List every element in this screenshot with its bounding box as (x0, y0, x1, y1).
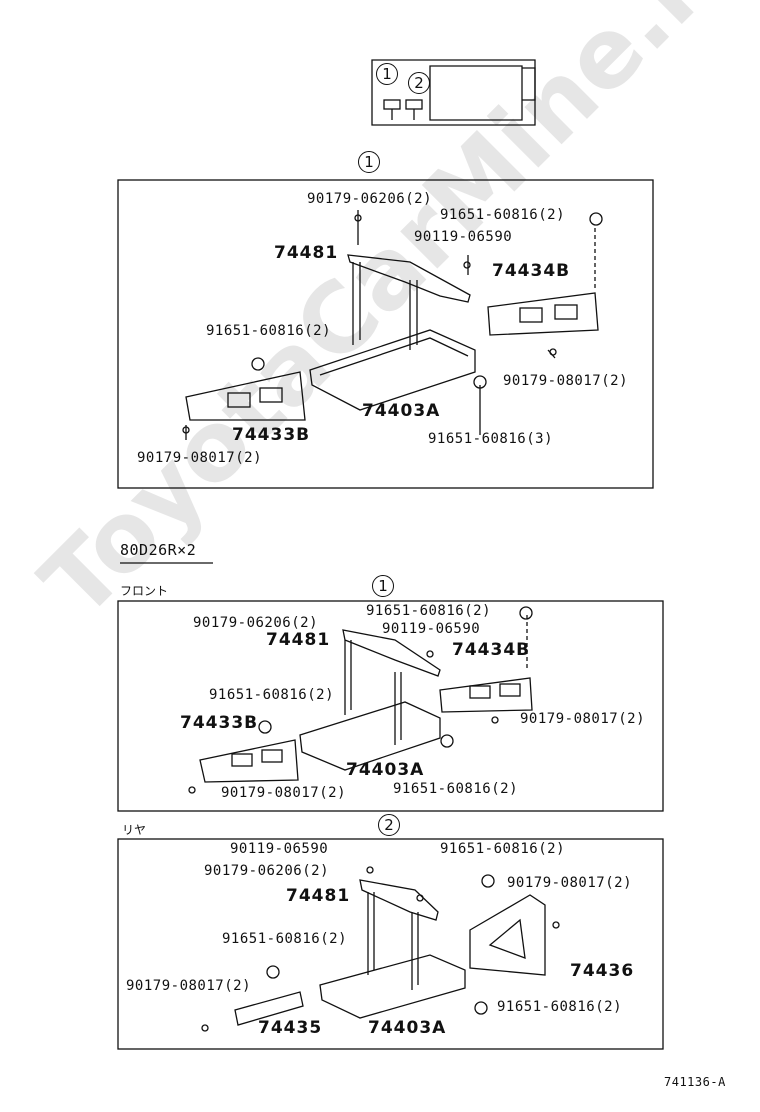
d2-part-74481: 74481 (266, 630, 331, 650)
d2-label-91651-60816-top: 91651-60816(2) (366, 603, 492, 619)
d3-label-90179-06206: 90179-06206(2) (204, 863, 330, 879)
d3-label-90179-08017-left: 90179-08017(2) (126, 978, 252, 994)
d1-part-74434b: 74434B (492, 261, 571, 281)
d3-part-74436: 74436 (570, 961, 635, 981)
d1-part-74481: 74481 (274, 243, 339, 263)
d1-label-90179-08017-left: 90179-08017(2) (137, 450, 263, 466)
d3-part-74403a: 74403A (368, 1018, 447, 1038)
d2-part-74434b: 74434B (452, 640, 531, 660)
d2-label-90119-06590: 90119-06590 (382, 621, 481, 637)
d1-label-91651-60816-b: 91651-60816(2) (440, 207, 566, 223)
d1-label-91651-60816-2: 91651-60816(2) (206, 323, 332, 339)
d2-label-90179-08017-left: 90179-08017(2) (221, 785, 347, 801)
d1-label-90179-08017-right: 90179-08017(2) (503, 373, 629, 389)
d1-part-74403a: 74403A (362, 401, 441, 421)
locator-number-2: 2 (408, 72, 430, 94)
diagram2-number: 1 (372, 575, 394, 597)
d2-label-91651-60816-left: 91651-60816(2) (209, 687, 335, 703)
d2-label-90179-08017-right: 90179-08017(2) (520, 711, 646, 727)
d2-part-74433b: 74433B (180, 713, 259, 733)
d2-label-90179-06206: 90179-06206(2) (193, 615, 319, 631)
d2-label-91651-60816-bottom: 91651-60816(2) (393, 781, 519, 797)
d3-label-90119-06590: 90119-06590 (230, 841, 329, 857)
d3-label-91651-60816-bottom: 91651-60816(2) (497, 999, 623, 1015)
vehicle-locator-inset (371, 59, 536, 126)
battery-spec-label: 80D26R×2 (120, 541, 197, 559)
d1-part-74433b: 74433B (232, 425, 311, 445)
diagram3-number: 2 (378, 814, 400, 836)
d1-label-90179-06206: 90179-06206(2) (307, 191, 433, 207)
locator-number-1: 1 (376, 63, 398, 85)
d2-part-74403a: 74403A (346, 760, 425, 780)
d3-label-91651-60816-top: 91651-60816(2) (440, 841, 566, 857)
diagram2-drawing (188, 615, 533, 794)
d3-part-74435: 74435 (258, 1018, 323, 1038)
d3-part-74481: 74481 (286, 886, 351, 906)
diagram3-drawing (201, 866, 560, 1032)
diagram1-drawing (182, 210, 599, 440)
b-callouts (251, 212, 603, 1015)
d1-label-91651-60816-3: 91651-60816(3) (428, 431, 554, 447)
d1-label-90119-06590: 90119-06590 (414, 229, 513, 245)
section-rear-label: リヤ (122, 823, 147, 837)
d3-label-90179-08017-right: 90179-08017(2) (507, 875, 633, 891)
d3-label-91651-60816-left: 91651-60816(2) (222, 931, 348, 947)
section-front-label: フロント (120, 584, 169, 598)
figure-code: 741136-A (664, 1075, 726, 1089)
diagram1-number: 1 (358, 151, 380, 173)
